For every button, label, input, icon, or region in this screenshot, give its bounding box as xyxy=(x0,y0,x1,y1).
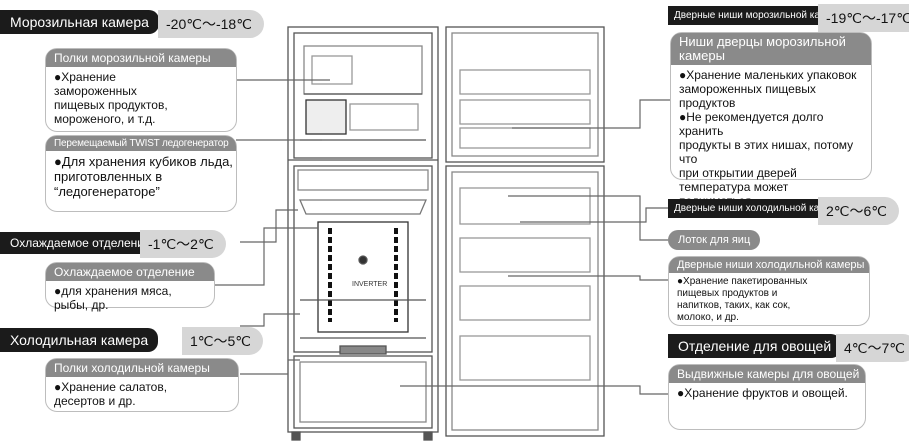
vegetables-box-title: Выдвижные камеры для овощей xyxy=(669,365,865,383)
cold-shelves-title: Полки холодильной камеры xyxy=(46,359,238,377)
chilled-box: Охлаждаемое отделение ●для хранения мяса… xyxy=(45,262,215,312)
fridge-door-box-title: Дверные ниши холодильной камеры xyxy=(669,257,869,273)
vegetables-tag: Отделение для овощей xyxy=(668,334,842,358)
vegetables-box-text: ●Хранение фруктов и овощей. xyxy=(677,386,848,400)
fridge-cabinet xyxy=(287,26,439,441)
chilled-box-text: ●для хранения мяса, рыбы, др. xyxy=(54,284,172,312)
freezer-door-temp: -19℃〜-17℃ xyxy=(818,4,909,32)
fridge-door-temp: 2℃〜6℃ xyxy=(818,197,900,225)
freezer-tag: Морозильная камера xyxy=(0,10,159,34)
freezer-door-box-text: ●Хранение маленьких упаковок замороженны… xyxy=(679,68,857,208)
fridge-door-tag: Дверные ниши холодильной камеры xyxy=(668,199,851,218)
chilled-box-title: Охлаждаемое отделение xyxy=(46,263,214,281)
cold-shelves-text: ●Хранение салатов, десертов и др. xyxy=(54,380,168,408)
egg-tray-label: Лоток для яиц xyxy=(668,230,761,250)
leader-lines xyxy=(215,79,675,395)
fridge-doors xyxy=(445,26,605,437)
fridge-door-box-text: ●Хранение пакетированных пищевых продукт… xyxy=(677,276,808,323)
freezer-shelves-title: Полки морозильной камеры xyxy=(46,49,236,67)
cold-chamber-temp: 1℃〜5℃ xyxy=(182,327,264,355)
chilled-tag: Охлаждаемое отделение xyxy=(0,232,161,254)
freezer-temp: -20℃〜-18℃ xyxy=(158,10,264,38)
freezer-door-box-title: Ниши дверцы морозильной камеры xyxy=(671,33,871,65)
vegetables-temp: 4℃〜7℃ xyxy=(836,334,909,362)
freezer-door-box: Ниши дверцы морозильной камеры ●Хранение… xyxy=(670,32,872,208)
ice-maker-text: ●Для хранения кубиков льда, приготовленн… xyxy=(54,154,233,199)
brand-label: INVERTER xyxy=(352,281,387,288)
freezer-door-tag: Дверные ниши морозильной камеры xyxy=(668,6,852,25)
ice-maker-title: Перемещаемый TWIST ледогенератор xyxy=(46,136,236,151)
ice-maker-box: Перемещаемый TWIST ледогенератор ●Для хр… xyxy=(45,135,237,212)
cold-chamber-tag: Холодильная камера xyxy=(0,328,159,352)
chilled-temp: -1℃〜2℃ xyxy=(140,230,226,258)
cold-shelves-box: Полки холодильной камеры ●Хранение салат… xyxy=(45,358,239,412)
freezer-shelves-box: Полки морозильной камеры ●Хранение замор… xyxy=(45,48,237,132)
fridge-door-box: Дверные ниши холодильной камеры ●Хранени… xyxy=(668,256,870,326)
vegetables-box: Выдвижные камеры для овощей ●Хранение фр… xyxy=(668,364,866,430)
freezer-shelves-text: ●Хранение замороженных пищевых продуктов… xyxy=(54,70,168,126)
